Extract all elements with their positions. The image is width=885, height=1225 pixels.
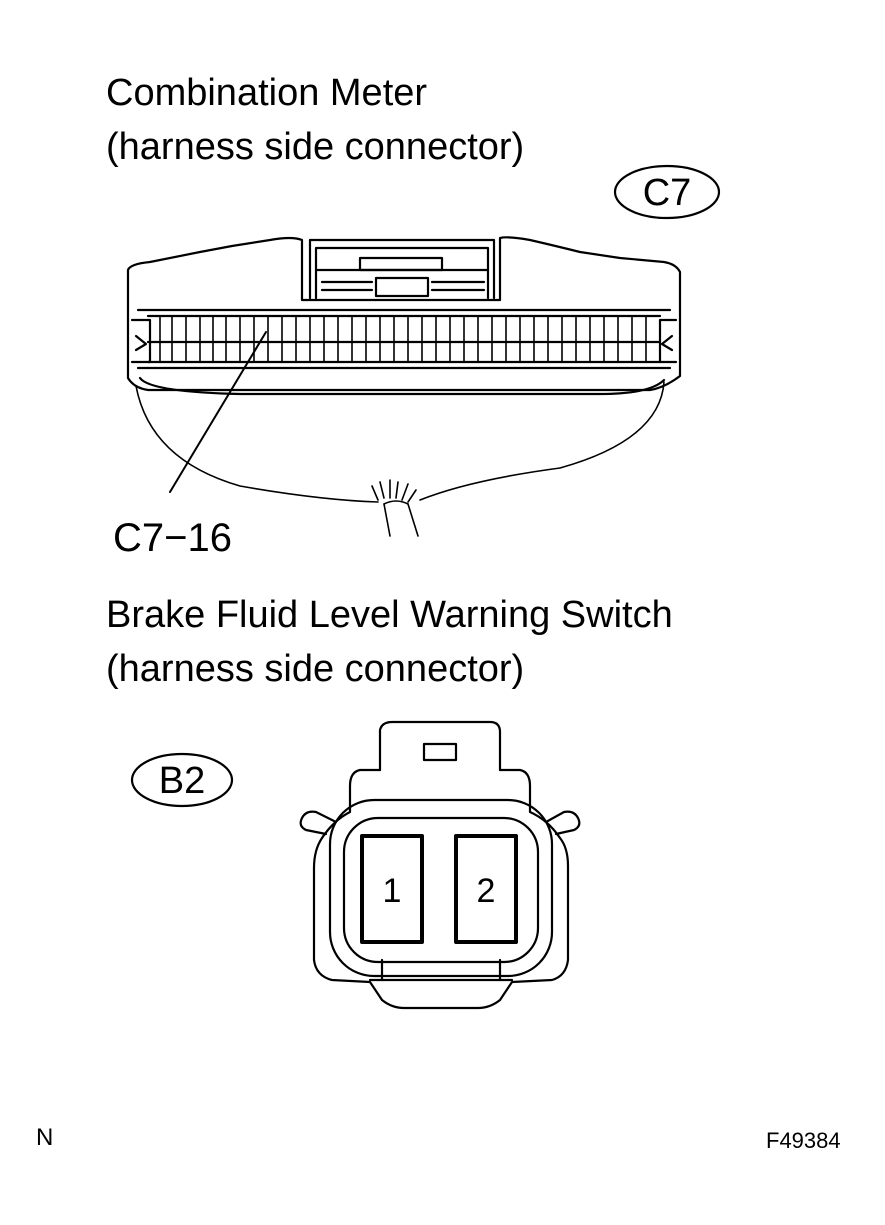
c7-pin-grid bbox=[159, 315, 647, 363]
c7-title-line1: Combination Meter bbox=[106, 72, 428, 114]
b2-title-line1: Brake Fluid Level Warning Switch bbox=[106, 594, 673, 636]
c7-badge bbox=[613, 164, 721, 220]
c7-connector bbox=[126, 236, 682, 396]
c7-pin-callout-leader bbox=[169, 331, 267, 493]
b2-cavity-1 bbox=[360, 834, 424, 944]
figure-id: F49384 bbox=[766, 1128, 841, 1153]
c7-title-line2: (harness side connector) bbox=[106, 126, 525, 168]
b2-pin-2-label: 2 bbox=[477, 872, 496, 910]
b2-cavity-2 bbox=[454, 834, 518, 944]
b2-pin-1-label: 1 bbox=[383, 872, 402, 910]
orientation-mark: N bbox=[36, 1124, 54, 1151]
c7-wire-harness bbox=[135, 381, 665, 537]
b2-badge-label: B2 bbox=[159, 760, 205, 802]
c7-badge-label: C7 bbox=[643, 172, 692, 214]
b2-connector bbox=[299, 720, 581, 1010]
b2-title-line2: (harness side connector) bbox=[106, 648, 525, 690]
c7-pin-callout-label: C7−16 bbox=[113, 516, 232, 560]
b2-badge bbox=[130, 752, 234, 808]
